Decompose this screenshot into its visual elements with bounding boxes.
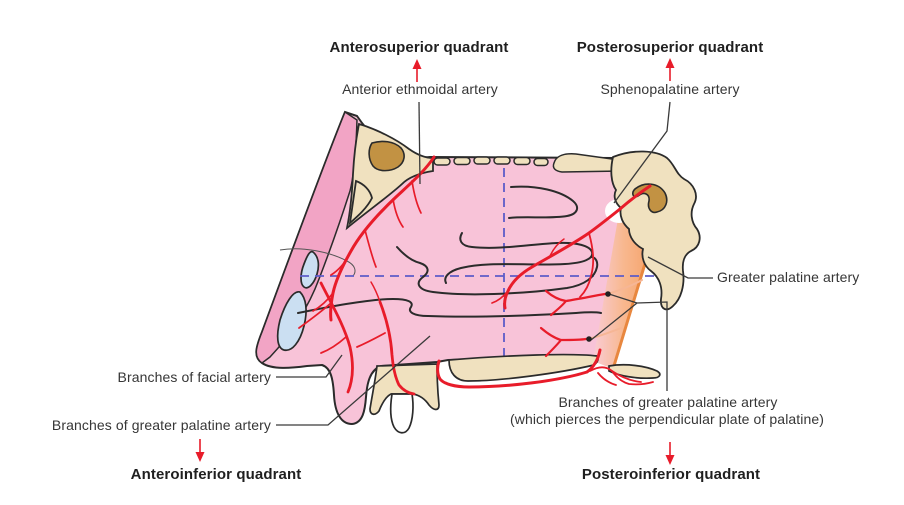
posteroinferior-down-arrow-icon: [665, 442, 675, 465]
greater-palatine-leader: [647, 256, 713, 279]
label-anterior-ethmoidal-artery: Anterior ethmoidal artery: [342, 81, 498, 97]
piercing-point-dot: [605, 291, 611, 297]
posterosuperior-up-arrow-icon: [665, 58, 675, 81]
label-gp-piercing-line2: (which pierces the perpendicular plate o…: [509, 411, 825, 427]
facial-artery-branches-tree: [298, 281, 416, 396]
label-gp-piercing-line1: Branches of greater palatine artery: [558, 394, 778, 410]
nasal-bone: [345, 122, 434, 231]
gp-piercing-leader: [590, 293, 668, 391]
frontal-sinus: [368, 140, 405, 172]
anterosuperior-up-arrow-icon: [412, 59, 422, 82]
label-branches-of-facial-artery: Branches of facial artery: [117, 369, 271, 385]
posterior-palate: [608, 363, 661, 380]
sphenopalatine-leader: [613, 101, 671, 204]
gp-branches-left-leader: [276, 335, 431, 426]
anterior-ethmoidal-leader: [418, 101, 421, 185]
greater-palatine-artery-course: [436, 348, 654, 389]
label-anteroinferior-quadrant: Anteroinferior quadrant: [130, 466, 302, 483]
piercing-point-dot: [586, 336, 592, 342]
hard-palate: [448, 353, 599, 382]
incisor-tooth: [389, 393, 414, 434]
label-posterosuperior-quadrant: Posterosuperior quadrant: [576, 39, 764, 56]
arteries: [298, 155, 654, 396]
sphenopalatine-artery-tree: [491, 184, 652, 310]
quadrant-arrows: [195, 58, 675, 465]
anteroinferior-down-arrow-icon: [195, 439, 205, 462]
label-branches-of-greater-palatine-artery: Branches of greater palatine artery: [51, 417, 271, 433]
facial-branches-leader: [276, 354, 343, 378]
label-greater-palatine-artery: Greater palatine artery: [717, 269, 860, 285]
label-posteroinferior-quadrant: Posteroinferior quadrant: [581, 466, 761, 483]
leader-lines: [276, 101, 713, 426]
label-anterosuperior-quadrant: Anterosuperior quadrant: [329, 39, 509, 56]
septal-cartilages: [276, 250, 320, 352]
label-sphenopalatine-artery: Sphenopalatine artery: [600, 81, 740, 97]
greater-palatine-piercing-branches: [539, 279, 643, 358]
